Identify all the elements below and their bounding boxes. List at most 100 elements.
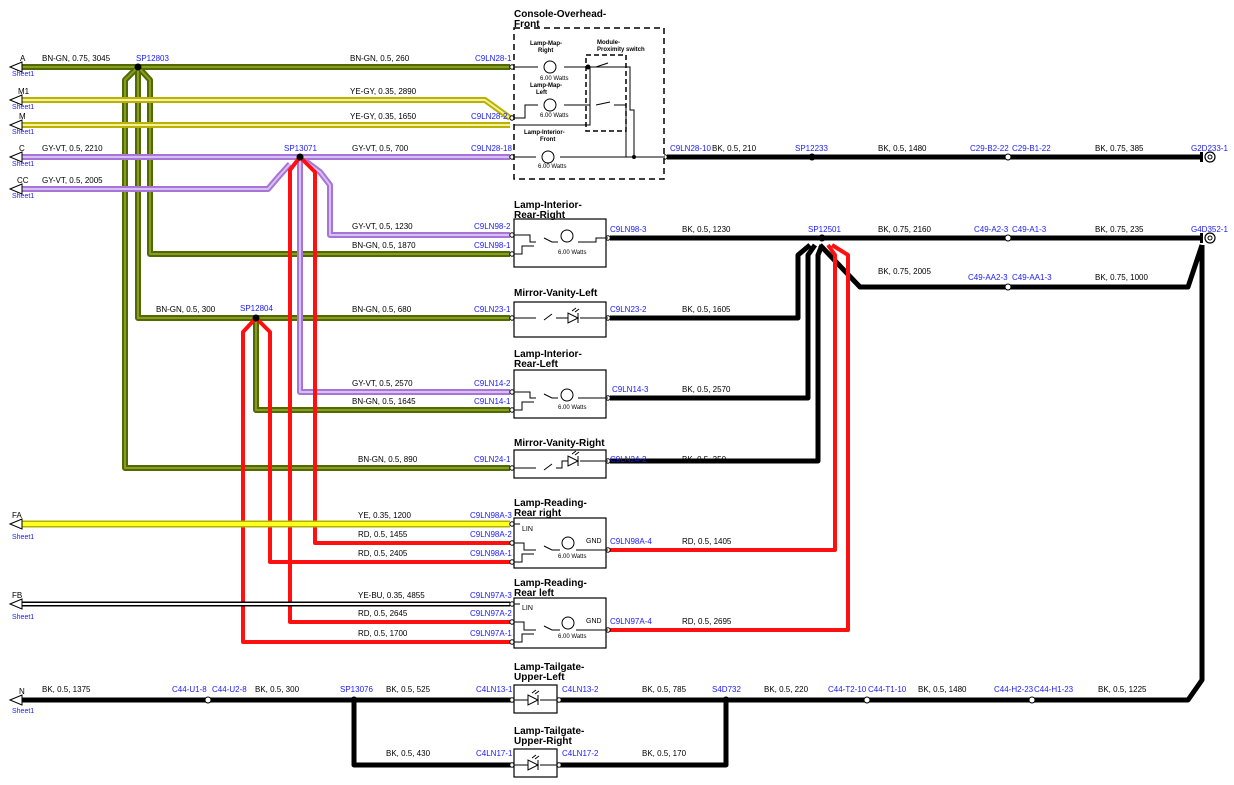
- offsheet-arrow-a[interactable]: [8, 61, 23, 73]
- component-mirror-vanity-right[interactable]: Mirror-Vanity-Right: [513, 438, 608, 479]
- component-lamp-reading-rear-right[interactable]: Lamp-Reading- Rear right LIN GND 6.00 Wa…: [513, 498, 608, 569]
- offsheet-arrow-fb[interactable]: [8, 598, 23, 610]
- connector-label[interactable]: C4LN17-1: [476, 749, 513, 758]
- inline-connector-c44-u[interactable]: [204, 696, 212, 704]
- splice-dot-s4d732[interactable]: [722, 696, 730, 704]
- connector-label[interactable]: C49-AA1-3: [1012, 273, 1052, 282]
- connector-label[interactable]: C9LN28-10: [670, 144, 711, 153]
- connector-label[interactable]: C9LN98-2: [474, 222, 511, 231]
- component-lamp-tailgate-upper-left[interactable]: Lamp-Tailgate- Upper-Left: [513, 662, 584, 714]
- splice-dot-sp12804[interactable]: [252, 314, 260, 322]
- connector-label[interactable]: C44-U2-8: [212, 685, 247, 694]
- connector-label[interactable]: C9LN97A-1: [470, 629, 512, 638]
- offsheet-sheet-cc[interactable]: Sheet1: [12, 193, 34, 200]
- rdl-watts: 6.00 Watts: [558, 634, 586, 640]
- splice-label-sp12233[interactable]: SP12233: [795, 144, 828, 153]
- wire-label: BK, 0.5, 1480: [918, 685, 967, 694]
- connector-label[interactable]: C44-H1-23: [1034, 685, 1074, 694]
- component-lamp-reading-rear-left[interactable]: Lamp-Reading- Rear left LIN GND 6.00 Wat…: [513, 578, 608, 649]
- ye-wires: [22, 520, 510, 607]
- connector-label[interactable]: C9LN24-2: [610, 455, 647, 464]
- inline-connector-c44-t[interactable]: [863, 696, 871, 704]
- connector-label[interactable]: C4LN13-1: [476, 685, 513, 694]
- connector-label[interactable]: C9LN98A-4: [610, 537, 652, 546]
- splice-dot-sp13076[interactable]: [350, 696, 358, 704]
- component-lamp-interior-rear-left[interactable]: Lamp-Interior- Rear-Left 6.00 Watts: [513, 349, 608, 419]
- interior-front-label-2: Front: [540, 137, 555, 143]
- wire-label: BN-GN, 0.5, 260: [350, 54, 410, 63]
- inline-connector-c49-a[interactable]: [1004, 234, 1012, 242]
- component-mirror-vanity-left[interactable]: Mirror-Vanity-Left: [513, 288, 608, 338]
- offsheet-arrow-n[interactable]: [8, 694, 23, 706]
- offsheet-arrow-c[interactable]: [8, 151, 23, 163]
- connector-label[interactable]: C9LN98A-2: [470, 530, 512, 539]
- wire-label: BK, 0.5, 1480: [878, 144, 927, 153]
- wire-label: RD, 0.5, 1455: [358, 530, 408, 539]
- connector-label[interactable]: C9LN14-1: [474, 397, 511, 406]
- offsheet-arrow-fa[interactable]: [8, 518, 23, 530]
- connector-label[interactable]: C29-B1-22: [1012, 144, 1051, 153]
- splice-dot-sp13071[interactable]: [296, 153, 304, 161]
- splice-label-sp13076[interactable]: SP13076: [340, 685, 373, 694]
- connector-label[interactable]: C9LN98A-3: [470, 511, 512, 520]
- splice-label-s4d732[interactable]: S4D732: [712, 685, 741, 694]
- offsheet-sheet-fa[interactable]: Sheet1: [12, 534, 34, 541]
- component-title-rdl-1: Lamp-Reading-: [514, 578, 587, 589]
- offsheet-sheet-c[interactable]: Sheet1: [12, 161, 34, 168]
- inline-connector-c29[interactable]: [1004, 153, 1012, 161]
- connector-label[interactable]: C9LN98-1: [474, 241, 511, 250]
- splice-label-sp13071[interactable]: SP13071: [284, 144, 317, 153]
- component-title-console-1: Console-Overhead-: [514, 9, 606, 20]
- connector-label[interactable]: C4LN13-2: [562, 685, 599, 694]
- wire-label: BN-GN, 0.5, 680: [352, 305, 412, 314]
- offsheet-arrows: [8, 61, 23, 706]
- component-lamp-interior-rear-right[interactable]: Lamp-Interior- Rear-Right 6.00 Watts: [513, 200, 608, 268]
- connector-label[interactable]: C9LN97A-4: [610, 617, 652, 626]
- connector-label[interactable]: C44-T1-10: [868, 685, 907, 694]
- rrl-watts: 6.00 Watts: [558, 405, 586, 411]
- splice-label-sp12803[interactable]: SP12803: [136, 54, 169, 63]
- offsheet-arrow-cc[interactable]: [8, 183, 23, 195]
- component-console-overhead[interactable]: Console-Overhead- Front Lamp-Map- Right …: [513, 9, 665, 180]
- connector-label[interactable]: C9LN23-2: [610, 305, 647, 314]
- inline-connector-c44-h[interactable]: [1028, 696, 1036, 704]
- ground-g2d233[interactable]: G2D233-1: [1191, 144, 1228, 163]
- offsheet-sheet-a[interactable]: Sheet1: [12, 71, 34, 78]
- splice-dot-sp12803[interactable]: [134, 63, 142, 71]
- connector-label[interactable]: C4LN17-2: [562, 749, 599, 758]
- connector-label[interactable]: C49-AA2-3: [968, 273, 1008, 282]
- connector-label[interactable]: C44-U1-8: [172, 685, 207, 694]
- connector-label[interactable]: C49-A1-3: [1012, 225, 1047, 234]
- splice-label-sp12501[interactable]: SP12501: [808, 225, 841, 234]
- offsheet-sheet-m1[interactable]: Sheet1: [12, 104, 34, 111]
- connector-label[interactable]: C49-A2-3: [974, 225, 1009, 234]
- connector-label[interactable]: C9LN14-2: [474, 379, 511, 388]
- connector-label[interactable]: C44-H2-23: [994, 685, 1034, 694]
- connector-label[interactable]: C44-T2-10: [828, 685, 867, 694]
- connector-label[interactable]: C9LN98-3: [610, 225, 647, 234]
- ground-g4d352[interactable]: G4D352-1: [1191, 225, 1228, 244]
- wire-label: BN-GN, 0.5, 300: [156, 305, 216, 314]
- connector-label[interactable]: C9LN97A-3: [470, 591, 512, 600]
- offsheet-arrow-m1[interactable]: [8, 94, 23, 106]
- splice-dot-sp12233[interactable]: [808, 153, 816, 161]
- connector-label[interactable]: C9LN28-2: [471, 112, 508, 121]
- connector-label[interactable]: C9LN23-1: [474, 305, 511, 314]
- offsheet-sheet-n[interactable]: Sheet1: [12, 708, 34, 715]
- offsheet-sheet-fb[interactable]: Sheet1: [12, 614, 34, 621]
- component-lamp-tailgate-upper-right[interactable]: Lamp-Tailgate- Upper-Right: [513, 726, 584, 778]
- offsheet-sheet-m[interactable]: Sheet1: [12, 129, 34, 136]
- inline-connector-c49-aa[interactable]: [1004, 283, 1012, 291]
- splice-label-sp12804[interactable]: SP12804: [240, 304, 273, 313]
- connector-label[interactable]: C29-B2-22: [970, 144, 1009, 153]
- connector-label[interactable]: C9LN97A-2: [470, 609, 512, 618]
- offsheet-arrow-m[interactable]: [8, 119, 23, 131]
- connector-label[interactable]: C9LN98A-1: [470, 549, 512, 558]
- component-title-console-2: Front: [514, 19, 540, 30]
- connector-label[interactable]: C9LN14-3: [612, 385, 649, 394]
- splice-dots: [134, 63, 826, 704]
- connector-label[interactable]: C9LN24-1: [474, 455, 511, 464]
- splice-dot-sp12501[interactable]: [818, 234, 826, 242]
- connector-label[interactable]: C9LN28-1: [475, 54, 512, 63]
- connector-label[interactable]: C9LN28-18: [471, 144, 512, 153]
